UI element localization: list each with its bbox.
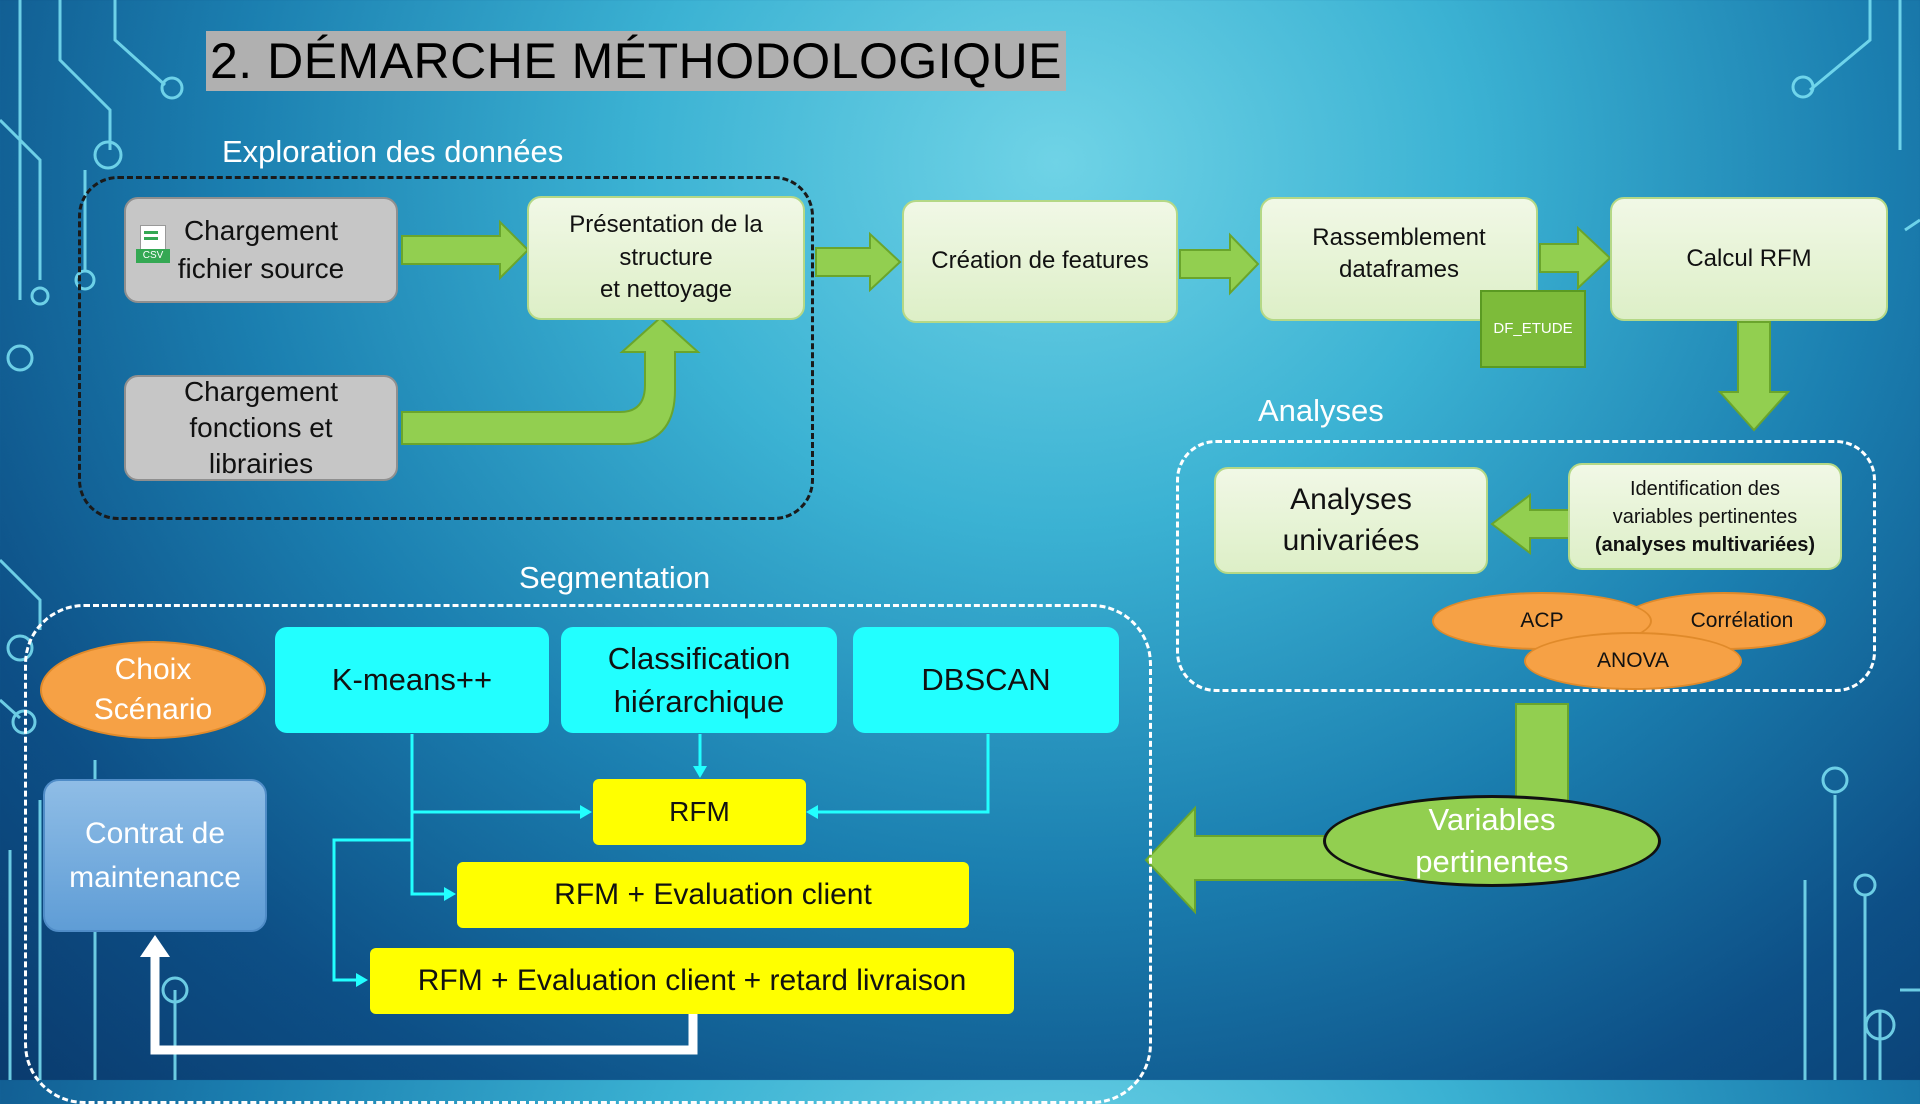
scenario-ellipse[interactable]: Choix Scénario — [40, 641, 266, 739]
acp-label: ACP — [1520, 608, 1564, 632]
load-functions-line3: librairies — [208, 447, 314, 479]
identification-line2: variables pertinentes — [1612, 505, 1798, 528]
load-source-box[interactable]: CSV Chargement fichier source — [124, 197, 398, 303]
presentation-box[interactable]: Présentation de la structure et nettoyag… — [527, 196, 805, 320]
anova-label: ANOVA — [1597, 648, 1669, 672]
load-functions-line2: fonctions et — [189, 412, 333, 444]
univariate-line2: univariées — [1282, 523, 1420, 557]
load-source-line1: Chargement — [183, 215, 339, 247]
section-label-exploration: Exploration des données — [222, 134, 564, 169]
variables-ellipse[interactable]: Variables pertinentes — [1323, 795, 1661, 887]
maintenance-line2: maintenance — [69, 860, 241, 894]
rfm-eval-delivery-option-label: RFM + Evaluation client + retard livrais… — [417, 963, 967, 997]
dbscan-label: DBSCAN — [921, 662, 1051, 698]
anova-ellipse[interactable]: ANOVA — [1524, 632, 1742, 690]
rfm-eval-delivery-option-box[interactable]: RFM + Evaluation client + retard livrais… — [370, 948, 1014, 1014]
features-box[interactable]: Création de features — [902, 200, 1178, 323]
rfm-eval-option-box[interactable]: RFM + Evaluation client — [457, 862, 969, 928]
rfm-option-label: RFM — [669, 796, 730, 828]
scenario-line2: Scénario — [93, 693, 213, 726]
identification-box[interactable]: Identification des variables pertinentes… — [1568, 463, 1842, 570]
load-source-line2: fichier source — [177, 253, 345, 284]
maintenance-box[interactable]: Contrat de maintenance — [43, 779, 267, 932]
exploration-region — [78, 176, 814, 520]
merge-line1: Rassemblement — [1312, 223, 1486, 251]
presentation-line2: structure — [619, 243, 713, 271]
rfm-eval-option-label: RFM + Evaluation client — [554, 877, 872, 911]
rfm-calc-label: Calcul RFM — [1686, 244, 1812, 272]
page-title: 2. DÉMARCHE MÉTHODOLOGIQUE — [206, 31, 1066, 91]
rfm-option-box[interactable]: RFM — [593, 779, 806, 845]
variables-line1: Variables — [1428, 802, 1556, 838]
presentation-line3: et nettoyage — [599, 276, 733, 304]
maintenance-line1: Contrat de — [84, 817, 226, 850]
csv-file-icon: CSV — [136, 225, 170, 269]
scenario-line1: Choix — [114, 652, 192, 686]
hierarchical-line2: hiérarchique — [613, 684, 785, 719]
section-label-analyses: Analyses — [1258, 393, 1384, 428]
identification-line1: Identification des — [1629, 477, 1781, 500]
variables-line2: pertinentes — [1415, 844, 1569, 879]
section-label-segmentation: Segmentation — [519, 560, 711, 595]
presentation-line1: Présentation de la — [569, 211, 763, 239]
kmeans-label: K-means++ — [331, 662, 493, 698]
merge-box[interactable]: Rassemblement dataframes — [1260, 197, 1538, 321]
dbscan-box[interactable]: DBSCAN — [853, 627, 1119, 733]
identification-line3: (analyses multivariées) — [1594, 533, 1816, 556]
hierarchical-box[interactable]: Classification hiérarchique — [561, 627, 837, 733]
rfm-calc-box[interactable]: Calcul RFM — [1610, 197, 1888, 321]
kmeans-box[interactable]: K-means++ — [275, 627, 549, 733]
circuit-background — [0, 0, 1920, 1080]
correlation-label: Corrélation — [1690, 608, 1794, 632]
hierarchical-line1: Classification — [607, 640, 791, 676]
features-label: Création de features — [931, 247, 1149, 275]
univariate-box[interactable]: Analyses univariées — [1214, 467, 1488, 574]
df-etude-badge: DF_ETUDE — [1480, 290, 1586, 368]
analyses-region — [1176, 440, 1876, 692]
univariate-line1: Analyses — [1290, 483, 1412, 516]
load-functions-line1: Chargement — [183, 376, 339, 408]
merge-line2: dataframes — [1338, 256, 1460, 283]
load-functions-box[interactable]: Chargement fonctions et librairies — [124, 375, 398, 481]
